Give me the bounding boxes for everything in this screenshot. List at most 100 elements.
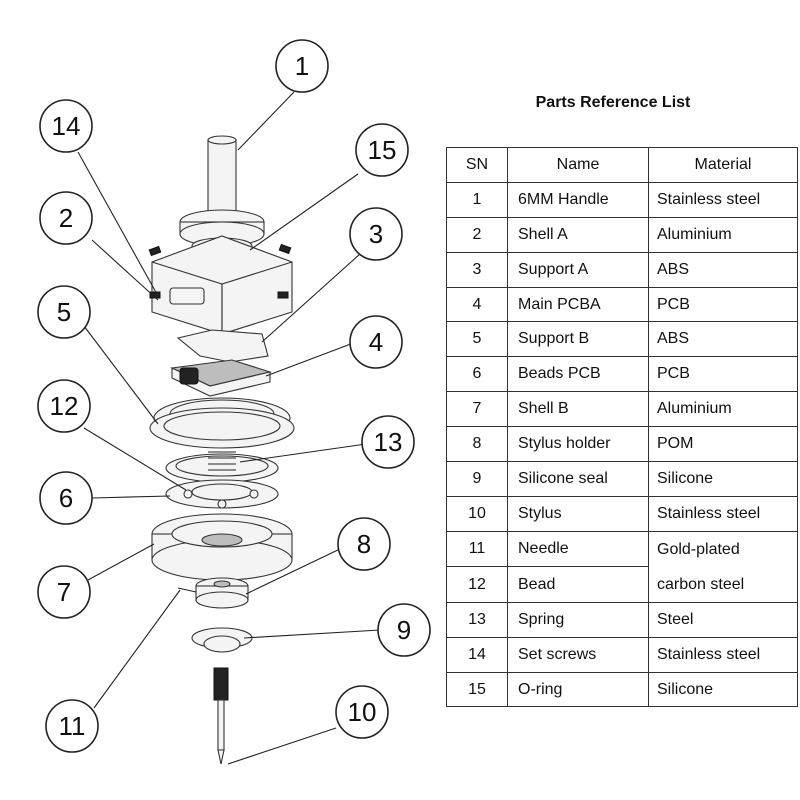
cell-sn: 9 <box>446 461 508 497</box>
support-b-part <box>149 397 295 449</box>
callout-13: 13 <box>361 415 415 469</box>
cell-sn: 7 <box>446 391 508 428</box>
svg-text:5: 5 <box>57 297 71 327</box>
cell-material: ABS <box>648 251 798 288</box>
leader-lines <box>77 91 381 765</box>
cell-sn: 2 <box>446 216 508 253</box>
svg-text:12: 12 <box>50 391 79 421</box>
cell-sn: 8 <box>446 426 508 463</box>
svg-text:9: 9 <box>397 615 411 645</box>
callout-6: 6 <box>39 471 93 525</box>
callout-14: 14 <box>39 99 93 153</box>
cell-sn: 12 <box>446 566 508 603</box>
cell-material: Stainless steel <box>648 636 798 673</box>
cell-name: Needle <box>507 530 649 568</box>
callout-10: 10 <box>335 685 389 739</box>
support-a-part <box>176 329 269 363</box>
cell-material: Aluminium <box>648 216 798 253</box>
svg-text:13: 13 <box>374 427 403 457</box>
cell-material: Steel <box>648 601 798 638</box>
callout-15: 15 <box>355 123 409 177</box>
cell-name: Set screws <box>507 636 649 673</box>
cell-name: Shell A <box>507 216 649 253</box>
stylus-holder-part <box>177 577 249 609</box>
callout-9: 9 <box>377 603 431 657</box>
header-sn: SN <box>446 147 508 183</box>
callout-3: 3 <box>349 207 403 261</box>
cell-material: PCB <box>648 286 798 323</box>
stylus-part <box>213 667 229 765</box>
cell-name: O-ring <box>507 671 649 708</box>
cell-sn: 3 <box>446 251 508 288</box>
svg-text:1: 1 <box>295 51 309 81</box>
cell-sn: 4 <box>446 286 508 323</box>
svg-text:4: 4 <box>369 327 383 357</box>
cell-sn: 13 <box>446 601 508 638</box>
svg-text:11: 11 <box>59 711 86 741</box>
handle-part <box>207 135 237 223</box>
header-name: Name <box>507 147 649 183</box>
beads-pcb-part <box>165 479 279 509</box>
callout-11: 11 <box>45 699 99 753</box>
silicone-seal-part <box>191 627 253 653</box>
cell-name: Main PCBA <box>507 286 649 323</box>
cell-name: Support A <box>507 251 649 288</box>
parts-list-title: Parts Reference List <box>535 94 691 111</box>
material-line-2: carbon steel <box>657 575 745 593</box>
callout-5: 5 <box>37 285 91 339</box>
cell-sn: 10 <box>446 495 508 532</box>
svg-text:2: 2 <box>59 203 73 233</box>
svg-text:15: 15 <box>368 135 397 165</box>
cell-sn: 14 <box>446 636 508 673</box>
svg-text:6: 6 <box>59 483 73 513</box>
cell-material: Silicone <box>648 461 798 497</box>
callout-7: 7 <box>37 565 91 619</box>
svg-text:8: 8 <box>357 529 371 559</box>
cell-material: PCB <box>648 356 798 393</box>
cell-name: 6MM Handle <box>507 181 649 218</box>
cell-name: Stylus <box>507 495 649 532</box>
cell-name: Support B <box>507 321 649 358</box>
cell-material: Stainless steel <box>648 181 798 218</box>
svg-text:10: 10 <box>348 697 377 727</box>
svg-text:3: 3 <box>369 219 383 249</box>
main-pcba-part <box>170 359 273 397</box>
cell-material-merged: Gold-plated carbon steel <box>648 530 798 603</box>
cell-material: ABS <box>648 321 798 358</box>
material-line-1: Gold-plated <box>657 540 740 558</box>
exploded-assembly-diagram: 1 14 15 2 3 5 4 12 13 6 8 7 9 10 11 <box>37 39 431 765</box>
cell-sn: 1 <box>446 181 508 218</box>
cell-name: Bead <box>507 566 649 603</box>
spring-and-ring-part <box>165 451 279 483</box>
cell-sn: 15 <box>446 671 508 708</box>
callout-8: 8 <box>337 517 391 571</box>
cell-name: Stylus holder <box>507 426 649 463</box>
cell-sn: 11 <box>446 530 508 568</box>
callout-4: 4 <box>349 315 403 369</box>
callout-2: 2 <box>39 191 93 245</box>
cell-material: Aluminium <box>648 391 798 428</box>
cell-name: Silicone seal <box>507 461 649 497</box>
cell-name: Shell B <box>507 391 649 428</box>
shell-a-part <box>148 235 293 335</box>
shell-b-part <box>151 513 293 581</box>
cell-material: POM <box>648 426 798 463</box>
cell-sn: 5 <box>446 321 508 358</box>
cell-name: Spring <box>507 601 649 638</box>
table-header-row: SN Name Material <box>446 147 798 183</box>
svg-text:7: 7 <box>57 577 71 607</box>
